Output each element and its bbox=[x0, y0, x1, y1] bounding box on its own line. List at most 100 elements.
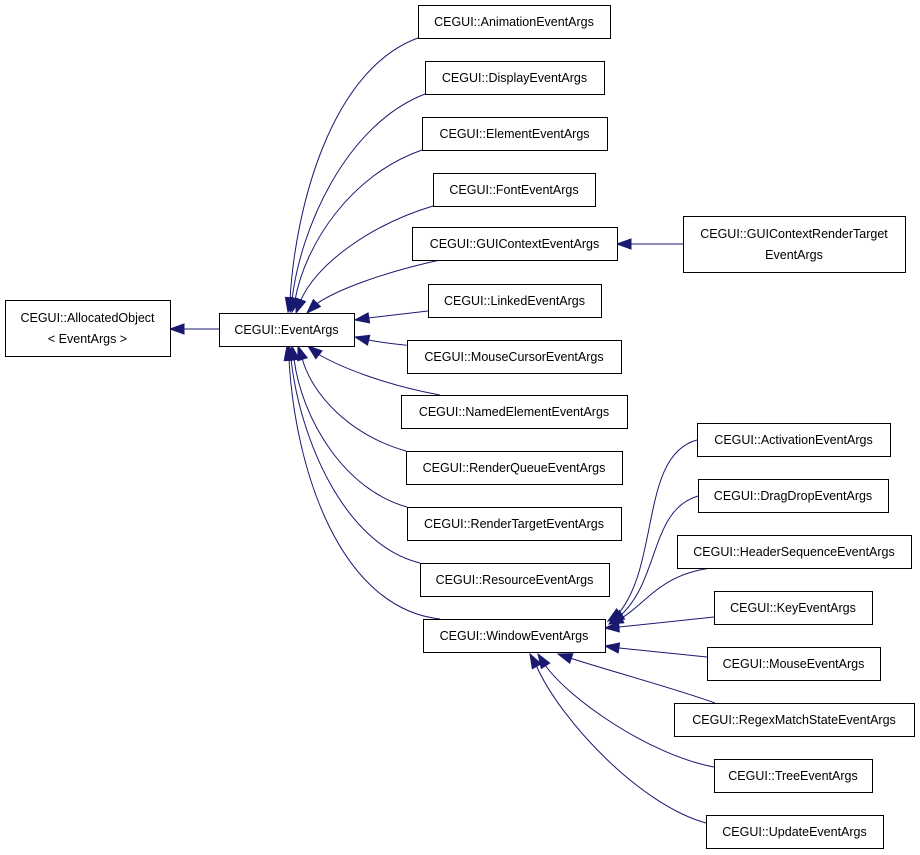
edge-line bbox=[293, 358, 408, 508]
arrowhead-icon bbox=[615, 238, 632, 250]
node-label: CEGUI::RenderTargetEventArgs bbox=[424, 517, 604, 531]
node-label: CEGUI::ElementEventArgs bbox=[439, 127, 589, 141]
node-box bbox=[219, 313, 355, 347]
node-label: CEGUI::EventArgs bbox=[234, 323, 338, 337]
class-node-mousecursor[interactable]: CEGUI::MouseCursorEventArgs bbox=[407, 340, 622, 374]
class-node-activation[interactable]: CEGUI::ActivationEventArgs bbox=[697, 423, 891, 457]
edge-font-to-eventargs bbox=[295, 205, 434, 315]
node-label: CEGUI::GUIContextEventArgs bbox=[430, 237, 600, 251]
node-box bbox=[407, 507, 622, 541]
class-node-animation[interactable]: CEGUI::AnimationEventArgs bbox=[418, 5, 611, 39]
edge-line bbox=[314, 259, 441, 306]
arrowhead-icon bbox=[283, 344, 295, 362]
class-node-guicontext[interactable]: CEGUI::GUIContextEventArgs bbox=[412, 227, 618, 261]
arrowhead-icon bbox=[297, 344, 309, 362]
arrowhead-icon bbox=[168, 323, 185, 335]
node-label: CEGUI::DragDropEventArgs bbox=[714, 489, 872, 503]
node-box bbox=[677, 535, 912, 569]
arrowhead-icon bbox=[305, 298, 322, 315]
edge-eventargs-to-allocated bbox=[168, 323, 219, 335]
class-node-element[interactable]: CEGUI::ElementEventArgs bbox=[422, 117, 608, 151]
class-node-allocated[interactable]: CEGUI::AllocatedObject< EventArgs > bbox=[5, 300, 171, 357]
node-label: CEGUI::TreeEventArgs bbox=[728, 769, 857, 783]
edge-line bbox=[290, 358, 421, 564]
class-node-window[interactable]: CEGUI::WindowEventArgs bbox=[423, 619, 606, 653]
node-label: CEGUI::AllocatedObject bbox=[20, 311, 155, 325]
edge-line bbox=[288, 358, 441, 620]
arrowhead-icon bbox=[353, 312, 371, 324]
node-label: CEGUI::ActivationEventArgs bbox=[714, 433, 872, 447]
class-node-namedelement[interactable]: CEGUI::NamedElementEventArgs bbox=[401, 395, 628, 429]
arrowhead-icon bbox=[295, 297, 307, 315]
node-box bbox=[406, 451, 623, 485]
arrowhead-icon bbox=[529, 652, 542, 670]
arrowhead-icon bbox=[603, 642, 621, 654]
node-box bbox=[433, 173, 596, 207]
class-node-rendertarget[interactable]: CEGUI::RenderTargetEventArgs bbox=[407, 507, 622, 541]
edge-display-to-eventargs bbox=[286, 93, 426, 314]
class-node-dragdrop[interactable]: CEGUI::DragDropEventArgs bbox=[698, 479, 889, 513]
class-node-display[interactable]: CEGUI::DisplayEventArgs bbox=[425, 61, 605, 95]
edge-rendertarget-to-eventargs bbox=[288, 344, 408, 508]
node-label: CEGUI::HeaderSequenceEventArgs bbox=[693, 545, 895, 559]
node-box bbox=[5, 300, 171, 357]
edge-renderqueue-to-eventargs bbox=[297, 344, 407, 452]
edge-line bbox=[317, 353, 441, 396]
edge-guicontext-to-eventargs bbox=[305, 259, 441, 315]
edge-line bbox=[294, 149, 423, 301]
node-label: CEGUI::ResourceEventArgs bbox=[436, 573, 594, 587]
node-label: CEGUI::LinkedEventArgs bbox=[444, 294, 585, 308]
class-node-tree[interactable]: CEGUI::TreeEventArgs bbox=[714, 759, 873, 793]
edge-line bbox=[619, 567, 713, 620]
node-label: CEGUI::MouseCursorEventArgs bbox=[424, 350, 603, 364]
edge-line bbox=[291, 93, 426, 301]
class-node-resource[interactable]: CEGUI::ResourceEventArgs bbox=[420, 563, 610, 597]
node-label: < EventArgs > bbox=[48, 332, 127, 346]
edge-line bbox=[617, 439, 698, 615]
edges-layer bbox=[168, 37, 716, 824]
arrowhead-icon bbox=[603, 621, 620, 633]
node-box bbox=[407, 340, 622, 374]
class-node-mouse[interactable]: CEGUI::MouseEventArgs bbox=[707, 647, 881, 681]
node-box bbox=[714, 759, 873, 793]
node-label: CEGUI::MouseEventArgs bbox=[723, 657, 865, 671]
node-label: CEGUI::UpdateEventArgs bbox=[722, 825, 867, 839]
arrowhead-icon bbox=[556, 653, 574, 665]
edge-line bbox=[299, 205, 434, 303]
class-node-renderqueue[interactable]: CEGUI::RenderQueueEventArgs bbox=[406, 451, 623, 485]
node-label: CEGUI::KeyEventArgs bbox=[730, 601, 856, 615]
arrowhead-icon bbox=[537, 652, 551, 670]
arrowhead-icon bbox=[353, 334, 371, 346]
class-node-font[interactable]: CEGUI::FontEventArgs bbox=[433, 173, 596, 207]
node-box bbox=[420, 563, 610, 597]
node-box bbox=[418, 5, 611, 39]
edge-key-to-window bbox=[603, 616, 715, 633]
class-node-eventargs[interactable]: CEGUI::EventArgs bbox=[219, 313, 355, 347]
node-box bbox=[707, 647, 881, 681]
class-node-headerseq[interactable]: CEGUI::HeaderSequenceEventArgs bbox=[677, 535, 912, 569]
class-node-linked[interactable]: CEGUI::LinkedEventArgs bbox=[428, 284, 602, 318]
node-label: CEGUI::AnimationEventArgs bbox=[434, 15, 594, 29]
class-node-key[interactable]: CEGUI::KeyEventArgs bbox=[714, 591, 873, 625]
edge-line bbox=[544, 664, 715, 768]
edge-line bbox=[618, 616, 715, 628]
edge-resource-to-eventargs bbox=[285, 344, 421, 564]
node-label: EventArgs bbox=[765, 248, 823, 262]
class-node-update[interactable]: CEGUI::UpdateEventArgs bbox=[706, 815, 884, 849]
class-node-regex[interactable]: CEGUI::RegexMatchStateEventArgs bbox=[674, 703, 915, 737]
node-box bbox=[698, 479, 889, 513]
edge-regex-to-window bbox=[556, 653, 716, 704]
node-box bbox=[423, 619, 606, 653]
edge-line bbox=[367, 310, 429, 319]
edge-line bbox=[289, 37, 419, 301]
node-label: CEGUI::WindowEventArgs bbox=[440, 629, 589, 643]
node-label: CEGUI::FontEventArgs bbox=[449, 183, 578, 197]
edge-line bbox=[619, 495, 699, 617]
node-box bbox=[422, 117, 608, 151]
node-label: CEGUI::RegexMatchStateEventArgs bbox=[692, 713, 896, 727]
edge-mouse-to-window bbox=[603, 642, 708, 658]
node-box bbox=[425, 61, 605, 95]
edge-line bbox=[535, 664, 707, 824]
